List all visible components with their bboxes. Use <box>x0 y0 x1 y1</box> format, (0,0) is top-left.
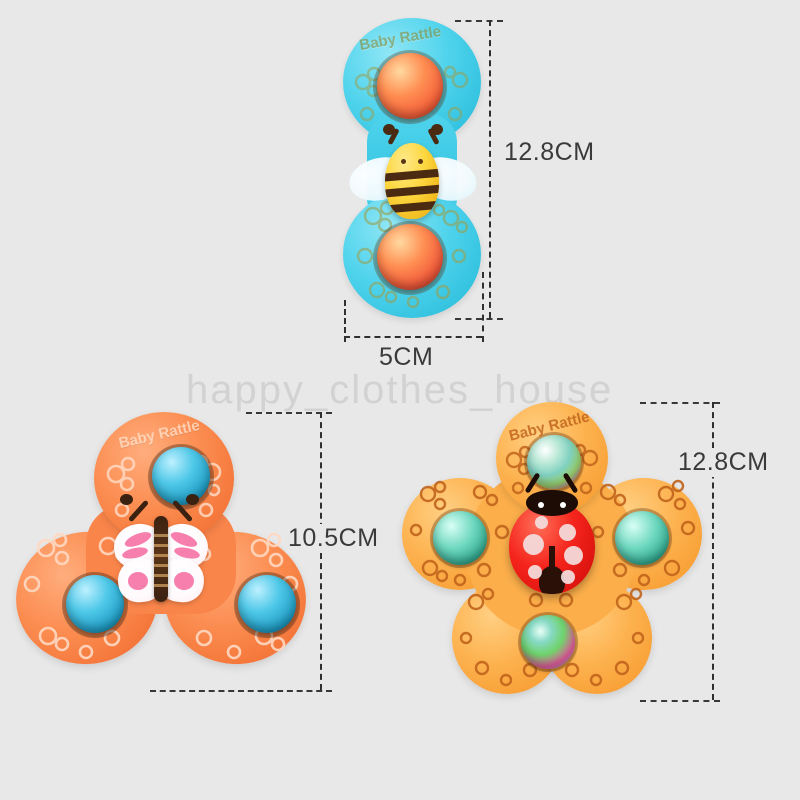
rattle-bead-top <box>152 447 210 505</box>
ladybug-figure <box>509 502 595 594</box>
butterfly-segment <box>154 584 168 587</box>
ext-line-bee-right <box>482 272 484 342</box>
ext-line-butterfly-bottom <box>150 690 332 692</box>
ext-line-bee-bottom <box>455 318 503 320</box>
ladybug-head <box>526 490 578 516</box>
ladybug-eye-left <box>538 502 544 508</box>
ladybug-spot <box>535 516 548 529</box>
bee-stripe <box>385 167 439 183</box>
product-orange-butterfly-spinner[interactable]: Baby Rattle <box>7 412 315 690</box>
rattle-bead-bottom-right <box>238 575 296 633</box>
bee-eye-right <box>418 159 423 164</box>
ladybug-spot <box>559 524 576 541</box>
butterfly-segment <box>154 574 168 577</box>
ext-line-ladybug-top <box>640 402 720 404</box>
bee-eye-left <box>401 159 406 164</box>
rattle-bead-top <box>377 53 443 119</box>
bee-figure <box>385 143 439 219</box>
butterfly-segment <box>154 554 168 557</box>
ext-line-butterfly-top <box>246 412 332 414</box>
butterfly-segment <box>154 544 168 547</box>
ladybug-spot <box>564 546 583 565</box>
ext-line-bee-left <box>344 300 346 342</box>
butterfly-marking <box>128 572 148 590</box>
dim-label-bee-width: 5CM <box>379 343 434 371</box>
rattle-bead-bottom-left <box>66 575 124 633</box>
product-flower-ladybug-spinner[interactable]: Baby Rattle <box>400 402 702 702</box>
butterfly-segment <box>154 534 168 537</box>
ladybug-spot <box>561 570 575 584</box>
butterfly-segment <box>154 564 168 567</box>
ladybug-spot <box>528 565 542 579</box>
dim-label-butterfly-height: 10.5CM <box>286 524 381 553</box>
dim-line-bee-height <box>489 20 491 318</box>
ladybug-spot <box>523 534 544 555</box>
rattle-bead-left <box>433 511 487 565</box>
rattle-bead-bottom <box>377 224 443 290</box>
rattle-bead-bottom <box>521 615 575 669</box>
ladybug-eye-right <box>560 502 566 508</box>
dim-line-ladybug-height <box>712 402 714 700</box>
butterfly-antenna-tip-left <box>120 494 133 505</box>
dim-label-bee-height: 12.8CM <box>504 138 595 166</box>
bee-antenna-tip-right <box>431 124 443 135</box>
bee-antenna-tip-left <box>383 124 395 135</box>
dim-line-bee-width <box>344 336 482 338</box>
butterfly-figure <box>154 516 168 602</box>
ladybug-tail-marking <box>539 566 565 594</box>
dim-label-ladybug-height: 12.8CM <box>676 448 771 477</box>
butterfly-marking <box>174 572 194 590</box>
butterfly-antenna-tip-right <box>186 494 199 505</box>
rattle-bead-right <box>615 511 669 565</box>
product-blue-bee-spinner[interactable]: Baby Rattle <box>337 18 487 318</box>
bee-stripe <box>385 183 439 199</box>
ext-line-bee-top <box>455 20 503 22</box>
ext-line-ladybug-bottom <box>640 700 720 702</box>
